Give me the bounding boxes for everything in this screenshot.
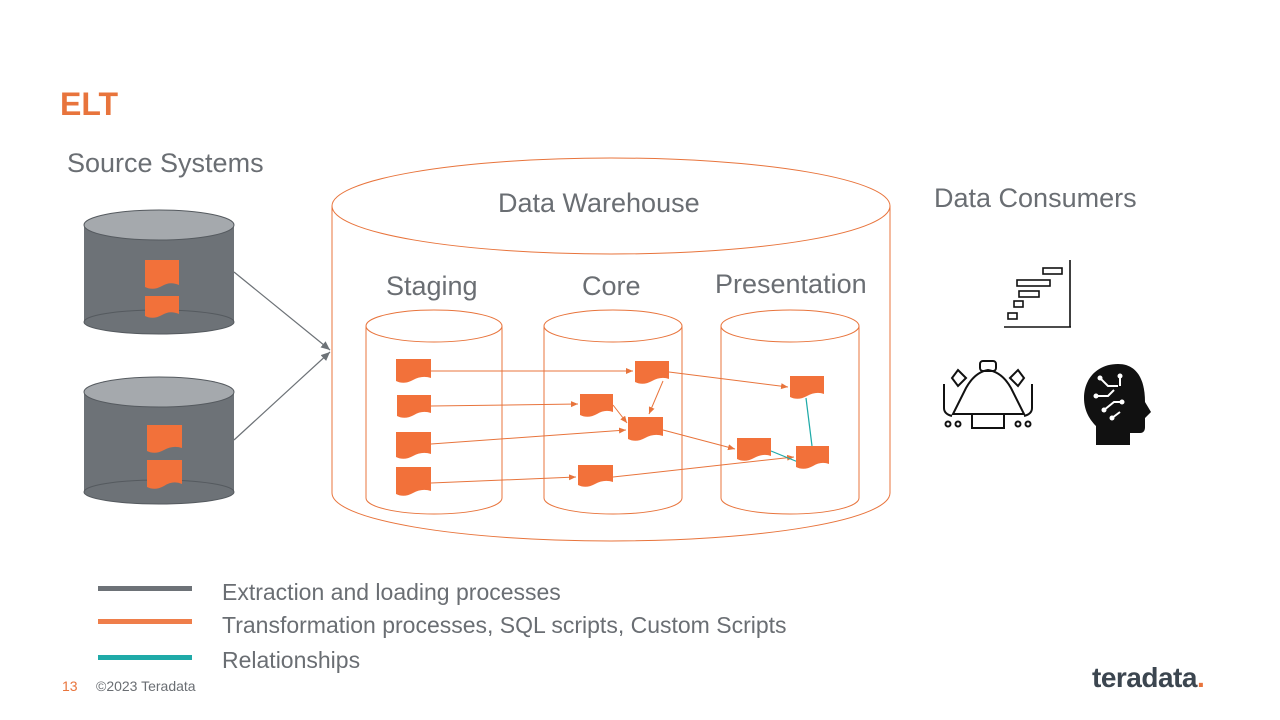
source-systems-label: Source Systems [67, 148, 264, 178]
meeting-table-icon [943, 360, 1033, 429]
ai-head-icon [1084, 364, 1151, 445]
data-warehouse-label: Data Warehouse [498, 188, 700, 218]
presentation-table [790, 376, 824, 399]
slide-title: ELT [60, 86, 119, 122]
teradata-logo: teradata. [1092, 662, 1205, 694]
extraction-arrow [233, 271, 331, 351]
legend-label-relationships: Relationships [222, 647, 361, 673]
data-warehouse-cylinder [331, 157, 891, 542]
core-table [580, 394, 613, 417]
legend-label-extraction: Extraction and loading processes [222, 579, 561, 605]
legend-swatch-transformation [98, 619, 192, 624]
legend-swatch-extraction [98, 586, 192, 591]
gantt-chart-icon [1004, 260, 1071, 328]
staging-table [396, 359, 431, 383]
presentation-cylinder [720, 309, 860, 515]
core-label: Core [582, 271, 641, 301]
source-table-icon [145, 296, 179, 318]
source-table-icon [145, 260, 179, 289]
presentation-label: Presentation [715, 269, 867, 299]
core-table [578, 465, 613, 487]
staging-label: Staging [386, 271, 478, 301]
logo-dot: . [1196, 662, 1205, 693]
presentation-table [737, 438, 771, 461]
legend-swatch-relationships [98, 655, 192, 660]
page-number: 13 [62, 678, 78, 694]
copyright: ©2023 Teradata [96, 678, 196, 694]
presentation-table [796, 446, 829, 469]
table-boxes [396, 359, 829, 496]
core-table [628, 417, 663, 441]
source-table-icon [147, 460, 182, 489]
staging-table [396, 432, 431, 459]
staging-table [397, 395, 431, 418]
logo-text: teradata [1092, 662, 1197, 693]
data-consumers-label: Data Consumers [934, 183, 1137, 213]
core-table [635, 361, 669, 384]
legend-label-transformation: Transformation processes, SQL scripts, C… [222, 612, 787, 638]
source-database-1 [83, 209, 235, 335]
source-database-2 [83, 376, 235, 505]
transformation-arrows [430, 368, 795, 484]
staging-cylinder [365, 309, 503, 515]
extraction-arrow [233, 351, 331, 441]
staging-table [396, 467, 431, 496]
source-table-icon [147, 425, 182, 453]
relationship-lines [770, 397, 813, 463]
